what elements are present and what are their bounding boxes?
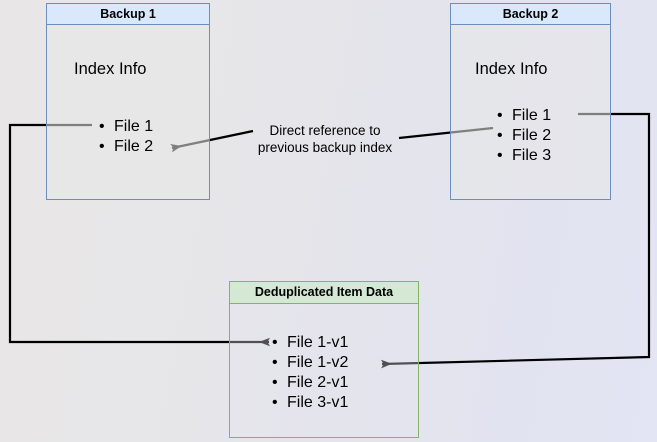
node-backup-1-header: Backup 1 (47, 4, 209, 25)
list-item: File 3-v1 (272, 393, 348, 413)
backup-2-index-info-label: Index Info (475, 60, 548, 78)
backup-1-index-info-label: Index Info (74, 60, 147, 78)
node-backup-2-body: Index Info File 1 File 2 File 3 (451, 25, 610, 199)
list-item: File 2-v1 (272, 373, 348, 393)
node-deduplicated-item-data-header: Deduplicated Item Data (230, 282, 418, 304)
list-item: File 1 (497, 106, 551, 126)
list-item: File 3 (497, 146, 551, 166)
list-item: File 2 (497, 126, 551, 146)
edge-backup2-file1-to-dedup (380, 112, 651, 369)
list-item: File 2 (99, 137, 153, 157)
node-backup-1: Backup 1 Index Info File 1 File 2 (46, 3, 210, 200)
node-backup-2-header: Backup 2 (451, 4, 610, 25)
node-deduplicated-item-data: Deduplicated Item Data File 1-v1 File 1-… (229, 281, 419, 438)
backup-1-file-list: File 1 File 2 (99, 117, 153, 157)
node-backup-1-body: Index Info File 1 File 2 (47, 25, 209, 199)
deduplicated-file-list: File 1-v1 File 1-v2 File 2-v1 File 3-v1 (272, 333, 348, 413)
list-item: File 1-v1 (272, 333, 348, 353)
node-backup-2: Backup 2 Index Info File 1 File 2 File 3 (450, 3, 611, 200)
direct-reference-label: Direct reference to previous backup inde… (257, 123, 393, 155)
node-deduplicated-item-data-body: File 1-v1 File 1-v2 File 2-v1 File 3-v1 (230, 304, 418, 437)
list-item: File 1 (99, 117, 153, 137)
list-item: File 1-v2 (272, 353, 348, 373)
backup-2-file-list: File 1 File 2 File 3 (497, 106, 551, 166)
